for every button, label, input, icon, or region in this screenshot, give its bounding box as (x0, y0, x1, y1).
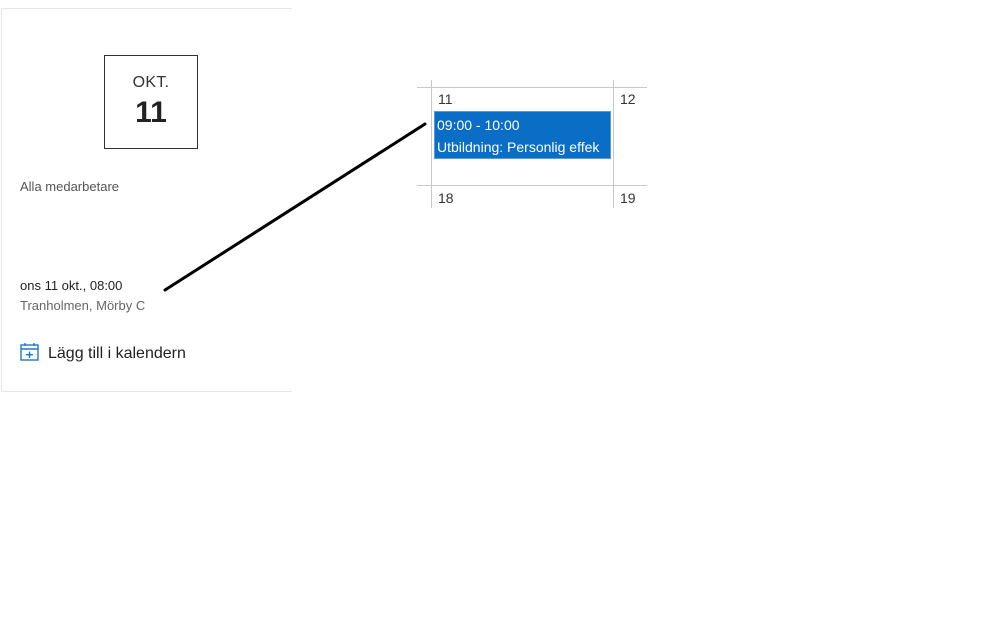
grid-line (417, 87, 647, 88)
grid-line (417, 185, 647, 186)
event-card: OKT. 11 (1, 8, 292, 392)
add-to-calendar-button[interactable]: Lägg till i kalendern (20, 342, 186, 366)
calendar-day-18[interactable]: 18 (438, 190, 454, 206)
calendar-add-icon (20, 342, 39, 366)
add-to-calendar-label: Lägg till i kalendern (48, 345, 186, 362)
date-day: 11 (135, 96, 167, 129)
calendar-event[interactable]: 09:00 - 10:00 Utbildning: Personlig effe… (434, 111, 611, 159)
event-title: Utbildning: Personlig effek (437, 139, 600, 155)
calendar-day-19[interactable]: 19 (620, 190, 636, 206)
event-location: Tranholmen, Mörby C (20, 298, 146, 313)
calendar-day-11[interactable]: 11 (438, 91, 453, 107)
date-month: OKT. (132, 74, 170, 91)
calendar-day-12[interactable]: 12 (620, 91, 636, 107)
event-time: 09:00 - 10:00 (437, 117, 520, 133)
grid-line (613, 80, 614, 208)
event-audience: Alla medarbetare (20, 179, 119, 194)
date-badge: OKT. 11 (104, 55, 198, 149)
event-datetime: ons 11 okt., 08:00 (20, 278, 123, 293)
grid-line (431, 80, 432, 208)
